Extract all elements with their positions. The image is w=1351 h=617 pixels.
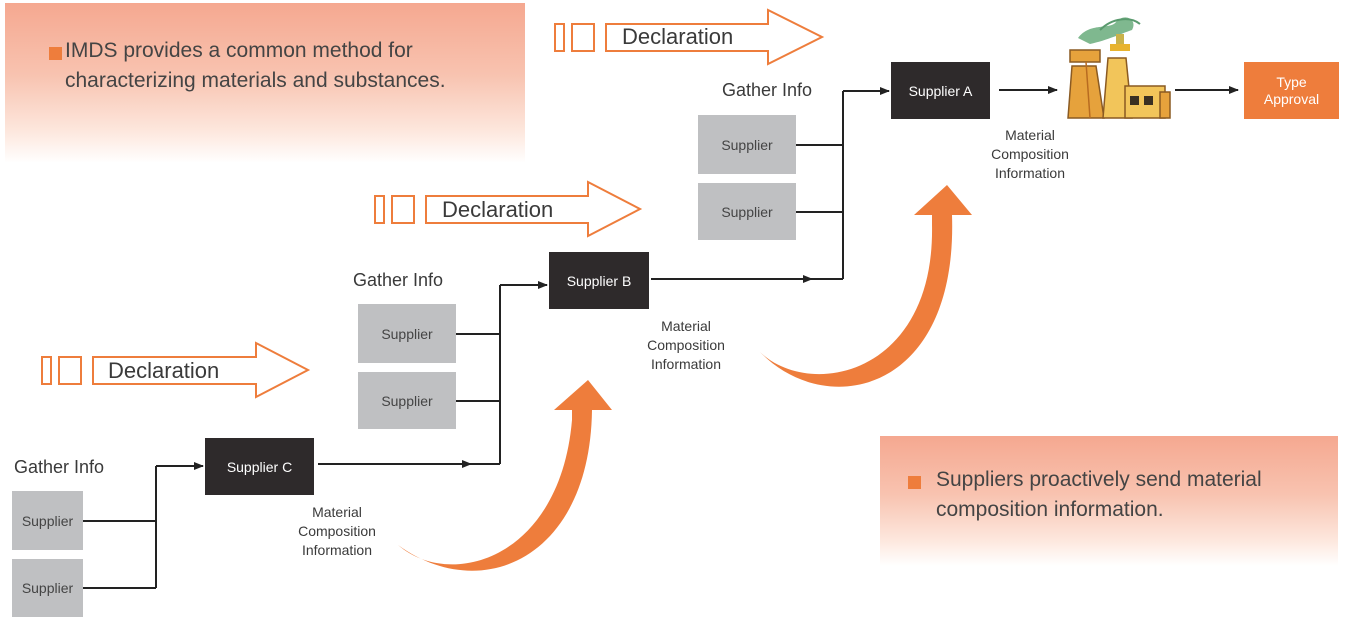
material-info-label-a: Material Composition Information [991, 127, 1069, 181]
gather-info-label-a: Gather Info [722, 80, 813, 100]
supplier-box-a1: Supplier [698, 115, 796, 174]
material-info-label-c: Material Composition Information [298, 504, 376, 558]
supplier-box-b1: Supplier [358, 304, 456, 363]
declaration-arrow-3 [41, 341, 311, 399]
supplier-b-box: Supplier B [549, 252, 649, 309]
declaration-label-1: Declaration [622, 24, 734, 49]
supplier-box-c2: Supplier [12, 559, 83, 617]
supplier-box-c1: Supplier [12, 491, 83, 550]
note-bottom-text: Suppliers proactively send material comp… [936, 468, 1262, 521]
supplier-a-box: Supplier A [891, 62, 990, 119]
supplier-box-b2: Supplier [358, 372, 456, 429]
connectors-level-c [83, 460, 472, 589]
supplier-box-a2: Supplier [698, 183, 796, 240]
declaration-arrow-1 [554, 8, 825, 66]
factory-icon [1067, 17, 1171, 119]
declaration-label-3: Declaration [108, 358, 220, 383]
note-top-bullet [49, 47, 62, 60]
gather-info-label-b: Gather Info [353, 270, 444, 290]
supplier-c-box: Supplier C [205, 438, 314, 495]
note-bottom-bullet [908, 476, 921, 489]
curved-arrow-b-to-a [760, 185, 972, 387]
material-info-label-b: Material Composition Information [647, 318, 725, 372]
declaration-arrow-2 [374, 180, 643, 238]
note-top-text: IMDS provides a common method for charac… [65, 39, 446, 92]
note-top: IMDS provides a common method for charac… [5, 3, 525, 163]
curved-arrow-c-to-b [398, 380, 612, 571]
connectors-level-a [796, 86, 1239, 280]
gather-info-label-c: Gather Info [14, 457, 105, 477]
type-approval-box: Type Approval [1244, 62, 1339, 119]
connectors-level-b [456, 275, 813, 465]
declaration-label-2: Declaration [442, 197, 554, 222]
note-bottom: Suppliers proactively send material comp… [880, 436, 1338, 566]
